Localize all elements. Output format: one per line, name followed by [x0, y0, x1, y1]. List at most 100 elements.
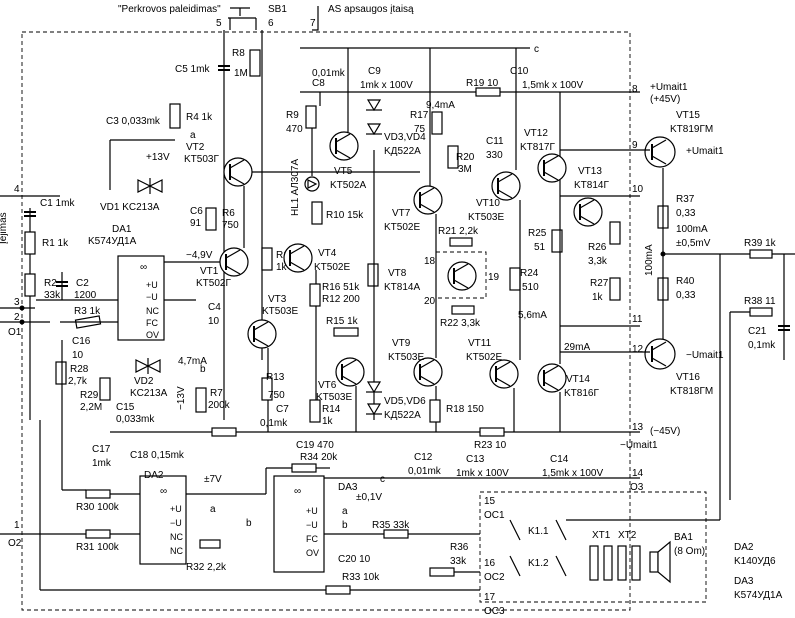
r17-value: 75 — [414, 124, 426, 135]
r6-value: 750 — [222, 220, 239, 231]
da3-fc: FC — [306, 534, 318, 544]
r38-label: R38 11 — [744, 296, 776, 307]
da2-label: DA2 — [144, 470, 164, 481]
pin-12: 12 — [632, 344, 644, 355]
node-a-da3: a — [342, 506, 348, 517]
da1-inf: ∞ — [140, 262, 147, 273]
vt11-type: KT502E — [466, 352, 502, 363]
c9-value: 1mk x 100V — [360, 80, 413, 91]
vt9-label: VT9 — [392, 338, 411, 349]
c13-value: 1mk x 100V — [456, 468, 509, 479]
r33-label: R33 10k — [342, 572, 380, 583]
pin-13: 13 — [632, 422, 644, 433]
r30-body — [85, 489, 111, 499]
pin-14: 14 — [632, 468, 644, 479]
vt15-label: VT15 — [676, 110, 700, 121]
vt6-type: KT503E — [316, 392, 352, 403]
r1-label: R1 1k — [42, 238, 69, 249]
r9-value: 470 — [286, 124, 303, 135]
vt1-type: KT502Г — [196, 278, 231, 289]
da2-chip — [139, 475, 187, 565]
pin-3: 3 — [14, 297, 20, 308]
da3-pu: +U — [306, 506, 318, 516]
r23-label: R23 10 — [474, 440, 507, 451]
vt14-transistor — [537, 363, 567, 393]
k12-label: K1.2 — [528, 558, 549, 569]
r6-label: R6 — [222, 208, 235, 219]
da2-nc2: NC — [170, 546, 183, 556]
r28-body — [55, 361, 67, 385]
rail-neg2: −Umait1 — [620, 440, 658, 451]
r37-value: 0,33 — [676, 208, 696, 219]
r10-label: R10 15k — [326, 210, 364, 221]
da1-ov: OV — [146, 330, 159, 340]
da1-chip — [117, 255, 165, 341]
pin-1: 1 — [14, 520, 20, 531]
vt15-rail: +Umait1 — [686, 146, 724, 157]
r20-body — [447, 145, 459, 169]
r26-value: 3,3k — [588, 256, 608, 267]
r7-body — [195, 387, 207, 413]
v-minus13: −13V — [176, 386, 187, 410]
da1-nc: NC — [146, 306, 159, 316]
out-oc3: OC3 — [484, 606, 505, 617]
da2-pu: +U — [170, 504, 182, 514]
r4-label: R4 1k — [186, 112, 213, 123]
r8-body — [249, 49, 261, 77]
vt12-type: KT817Г — [520, 142, 555, 153]
vd1-label: VD1 KC213A — [100, 202, 160, 213]
pin-8: 8 — [632, 84, 638, 95]
r24-body — [509, 267, 521, 291]
r29-body — [99, 377, 111, 401]
rail-pos: +Umait1 — [650, 82, 688, 93]
vt2-label: VT2 — [186, 142, 205, 153]
r32-label: R32 2,2k — [186, 562, 227, 573]
vt12-transistor — [537, 153, 567, 183]
c16-label: C16 — [72, 336, 91, 347]
r11-body — [261, 247, 273, 271]
r17-body — [431, 111, 443, 135]
vt15-transistor — [644, 136, 676, 168]
pin-4: 4 — [14, 184, 20, 195]
r35-body — [383, 529, 409, 539]
vd2-type: KC213A — [130, 388, 168, 399]
vt6-transistor — [335, 357, 365, 387]
vt10-label: VT10 — [476, 198, 500, 209]
c2-label: C2 — [76, 278, 89, 289]
r38-body — [749, 307, 773, 317]
r27-value: 1k — [592, 292, 604, 303]
r9-body — [305, 105, 317, 129]
vt13-type: KT814Г — [574, 180, 609, 191]
da3-mu: −U — [306, 520, 318, 530]
node-b-left: b — [200, 364, 206, 375]
r33-body — [325, 585, 351, 595]
r2-label: R2 — [44, 278, 57, 289]
r36-label: R36 — [450, 542, 469, 553]
da3-inf: ∞ — [294, 486, 301, 497]
i-100: 100mA — [676, 224, 708, 235]
r24-value: 510 — [522, 282, 539, 293]
r30-label: R30 100k — [76, 502, 120, 513]
pin-15: 15 — [484, 496, 496, 507]
node-19: 19 — [488, 272, 500, 283]
vt14-type: KT816Г — [564, 388, 599, 399]
vt5-transistor — [329, 131, 359, 161]
r22-label: R22 3,3k — [440, 318, 481, 329]
r14-value: 1k — [322, 416, 334, 427]
vd5-vd6-diodes — [366, 381, 382, 416]
hl1-led — [304, 176, 320, 192]
c12-label: C12 — [414, 452, 433, 463]
legend-da2: DA2 — [734, 542, 754, 553]
r14-label: R14 — [322, 404, 341, 415]
vt16-transistor — [644, 338, 676, 370]
vt3-transistor — [247, 319, 277, 349]
r15-label: R15 1k — [326, 316, 359, 327]
vt10-transistor — [491, 171, 521, 201]
vt3-label: VT3 — [268, 294, 287, 305]
vt11-label: VT11 — [468, 338, 492, 349]
da3-ov: OV — [306, 548, 319, 558]
c15-value: 0,033mk — [116, 414, 155, 425]
da2-mu: −U — [170, 518, 182, 528]
r36-body — [429, 567, 455, 577]
